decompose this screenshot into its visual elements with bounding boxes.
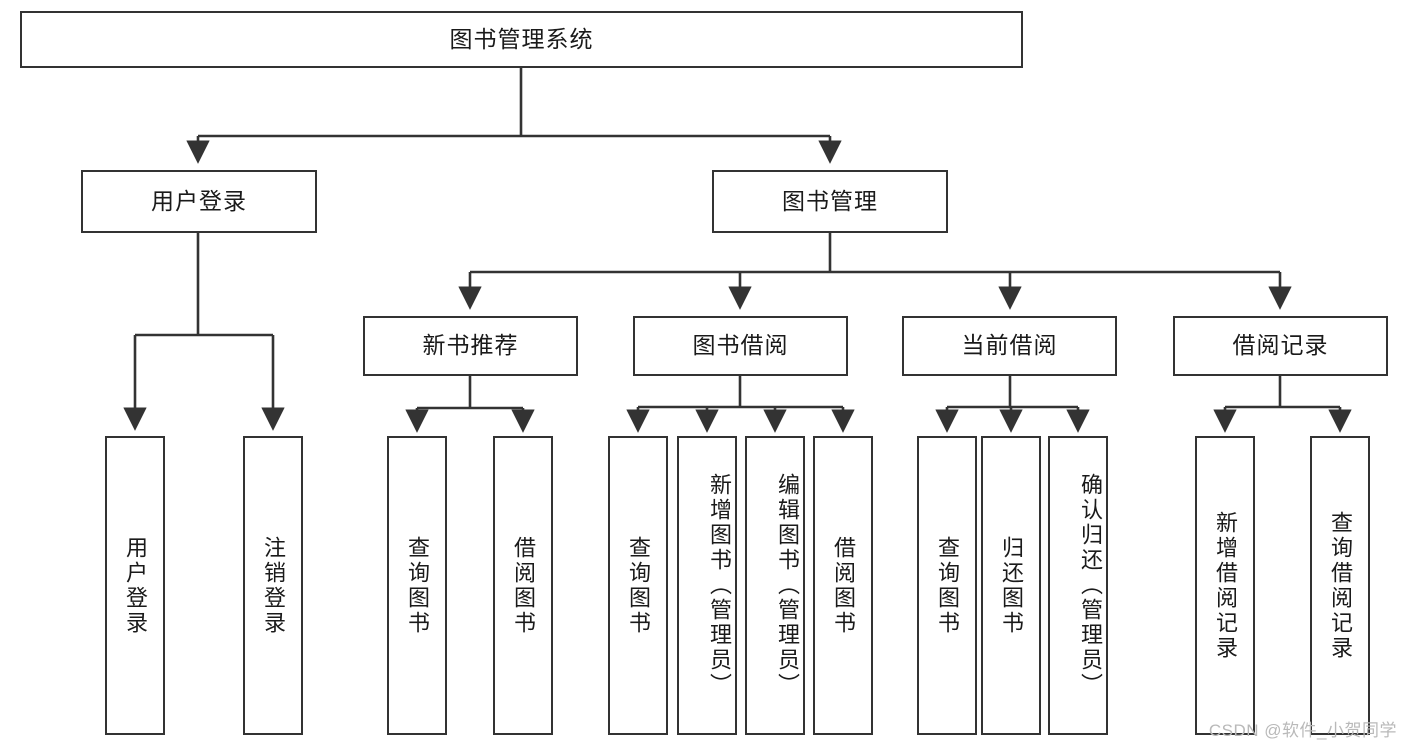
leaf-new-book-recommend-0[interactable]: 查询图书: [387, 436, 447, 735]
node-current-borrow[interactable]: 当前借阅: [902, 316, 1117, 376]
node-book-management[interactable]: 图书管理: [712, 170, 948, 233]
leaf-user-login-1[interactable]: 注销登录: [243, 436, 303, 735]
node-label: 新书推荐: [422, 332, 519, 359]
node-label: 当前借阅: [961, 332, 1058, 359]
leaf-book-borrow-3[interactable]: 借阅图书: [813, 436, 873, 735]
node-label: 借阅图书: [831, 535, 856, 636]
node-root-book-management-system[interactable]: 图书管理系统: [20, 11, 1023, 68]
node-label: 新增借阅记录: [1213, 510, 1238, 661]
leaf-borrow-record-1[interactable]: 查询借阅记录: [1310, 436, 1370, 735]
node-label: 图书管理系统: [449, 25, 594, 52]
leaf-user-login-0[interactable]: 用户登录: [105, 436, 165, 735]
node-label: 用户登录: [151, 187, 247, 214]
node-label: 确认归还（管理员）: [1078, 473, 1103, 698]
leaf-book-borrow-0[interactable]: 查询图书: [608, 436, 668, 735]
node-user-login[interactable]: 用户登录: [81, 170, 317, 233]
node-label: 编辑图书（管理员）: [775, 473, 800, 698]
node-new-book-recommend[interactable]: 新书推荐: [363, 316, 578, 376]
node-label: 新增图书（管理员）: [707, 473, 732, 698]
node-label: 图书借阅: [692, 332, 789, 359]
leaf-book-borrow-2[interactable]: 编辑图书（管理员）: [745, 436, 805, 735]
leaf-book-borrow-1[interactable]: 新增图书（管理员）: [677, 436, 737, 735]
node-label: 用户登录: [123, 535, 148, 636]
node-label: 查询图书: [935, 535, 960, 636]
node-label: 查询图书: [626, 535, 651, 636]
node-book-borrow[interactable]: 图书借阅: [633, 316, 848, 376]
node-label: 查询图书: [405, 535, 430, 636]
node-borrow-record[interactable]: 借阅记录: [1173, 316, 1388, 376]
leaf-borrow-record-0[interactable]: 新增借阅记录: [1195, 436, 1255, 735]
watermark-text: CSDN @软件_小贺同学: [1208, 721, 1397, 740]
node-label: 借阅记录: [1232, 332, 1329, 359]
node-label: 注销登录: [261, 535, 286, 636]
node-label: 查询借阅记录: [1328, 510, 1353, 661]
leaf-current-borrow-1[interactable]: 归还图书: [981, 436, 1041, 735]
leaf-current-borrow-0[interactable]: 查询图书: [917, 436, 977, 735]
leaf-current-borrow-2[interactable]: 确认归还（管理员）: [1048, 436, 1108, 735]
node-label: 借阅图书: [511, 535, 536, 636]
node-label: 图书管理: [782, 187, 878, 214]
leaf-new-book-recommend-1[interactable]: 借阅图书: [493, 436, 553, 735]
node-label: 归还图书: [999, 535, 1024, 636]
